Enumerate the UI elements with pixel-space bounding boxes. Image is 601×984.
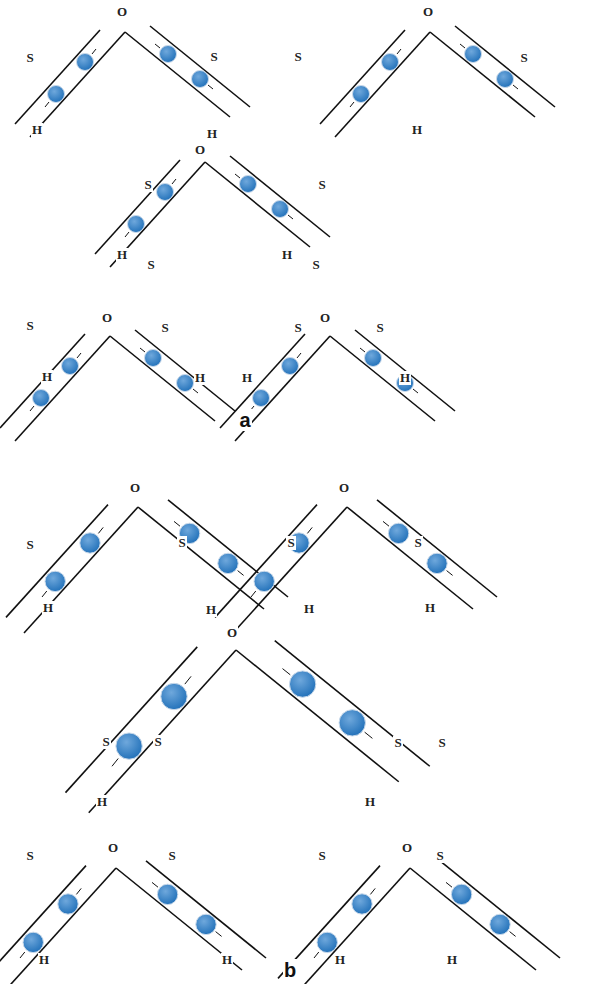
atom-label: H: [31, 123, 43, 137]
atom-label: S: [167, 849, 176, 863]
atom-label: H: [96, 795, 108, 809]
atom-label: S: [293, 321, 302, 335]
atom-label: H: [205, 603, 217, 617]
atom-label: O: [129, 481, 141, 495]
atom-label: O: [107, 841, 119, 855]
atom-label: S: [25, 849, 34, 863]
atom-label: S: [437, 736, 446, 750]
atom-label: O: [338, 481, 350, 495]
atom-label: S: [393, 736, 402, 750]
atom-label: H: [241, 371, 253, 385]
atom-label: O: [422, 5, 434, 19]
atom-label: H: [364, 795, 376, 809]
atom-label: S: [311, 258, 320, 272]
atom-label: H: [303, 602, 315, 616]
atom-label: H: [42, 601, 54, 615]
atom-label: S: [177, 536, 186, 550]
atom-label: H: [194, 371, 206, 385]
atom-label: H: [38, 953, 50, 967]
atom-label: S: [317, 178, 326, 192]
atom-label: S: [413, 536, 422, 550]
atom-label: H: [221, 953, 233, 967]
atom-label: S: [286, 536, 295, 550]
atom-label: H: [334, 953, 346, 967]
atom-label: S: [293, 50, 302, 64]
atom-label: S: [317, 849, 326, 863]
atom-label: S: [435, 849, 444, 863]
atom-label: O: [116, 5, 128, 19]
atom-label: H: [281, 248, 293, 262]
atom-label: O: [194, 143, 206, 157]
atom-label: H: [116, 248, 128, 262]
atom-label: O: [401, 841, 413, 855]
atom-label: H: [206, 127, 218, 141]
atom-label: S: [209, 50, 218, 64]
atom-label: O: [101, 311, 113, 325]
atom-label: H: [399, 371, 411, 385]
atom-label: S: [375, 321, 384, 335]
atom-label: H: [424, 601, 436, 615]
atom-label: S: [519, 51, 528, 65]
atom-label: H: [446, 953, 458, 967]
atom-label: H: [411, 123, 423, 137]
atom-label: S: [25, 319, 34, 333]
atom-label: S: [153, 735, 162, 749]
atom-label: S: [25, 51, 34, 65]
atom-label: S: [101, 735, 110, 749]
atom-label: S: [143, 178, 152, 192]
atom-label: S: [160, 321, 169, 335]
atom-label: O: [319, 311, 331, 325]
atom-label: S: [25, 538, 34, 552]
atom-label: O: [226, 626, 238, 640]
panel-label: a: [238, 409, 251, 431]
atom-label: S: [146, 258, 155, 272]
atom-label: H: [41, 370, 53, 384]
panel-label: b: [283, 959, 297, 981]
